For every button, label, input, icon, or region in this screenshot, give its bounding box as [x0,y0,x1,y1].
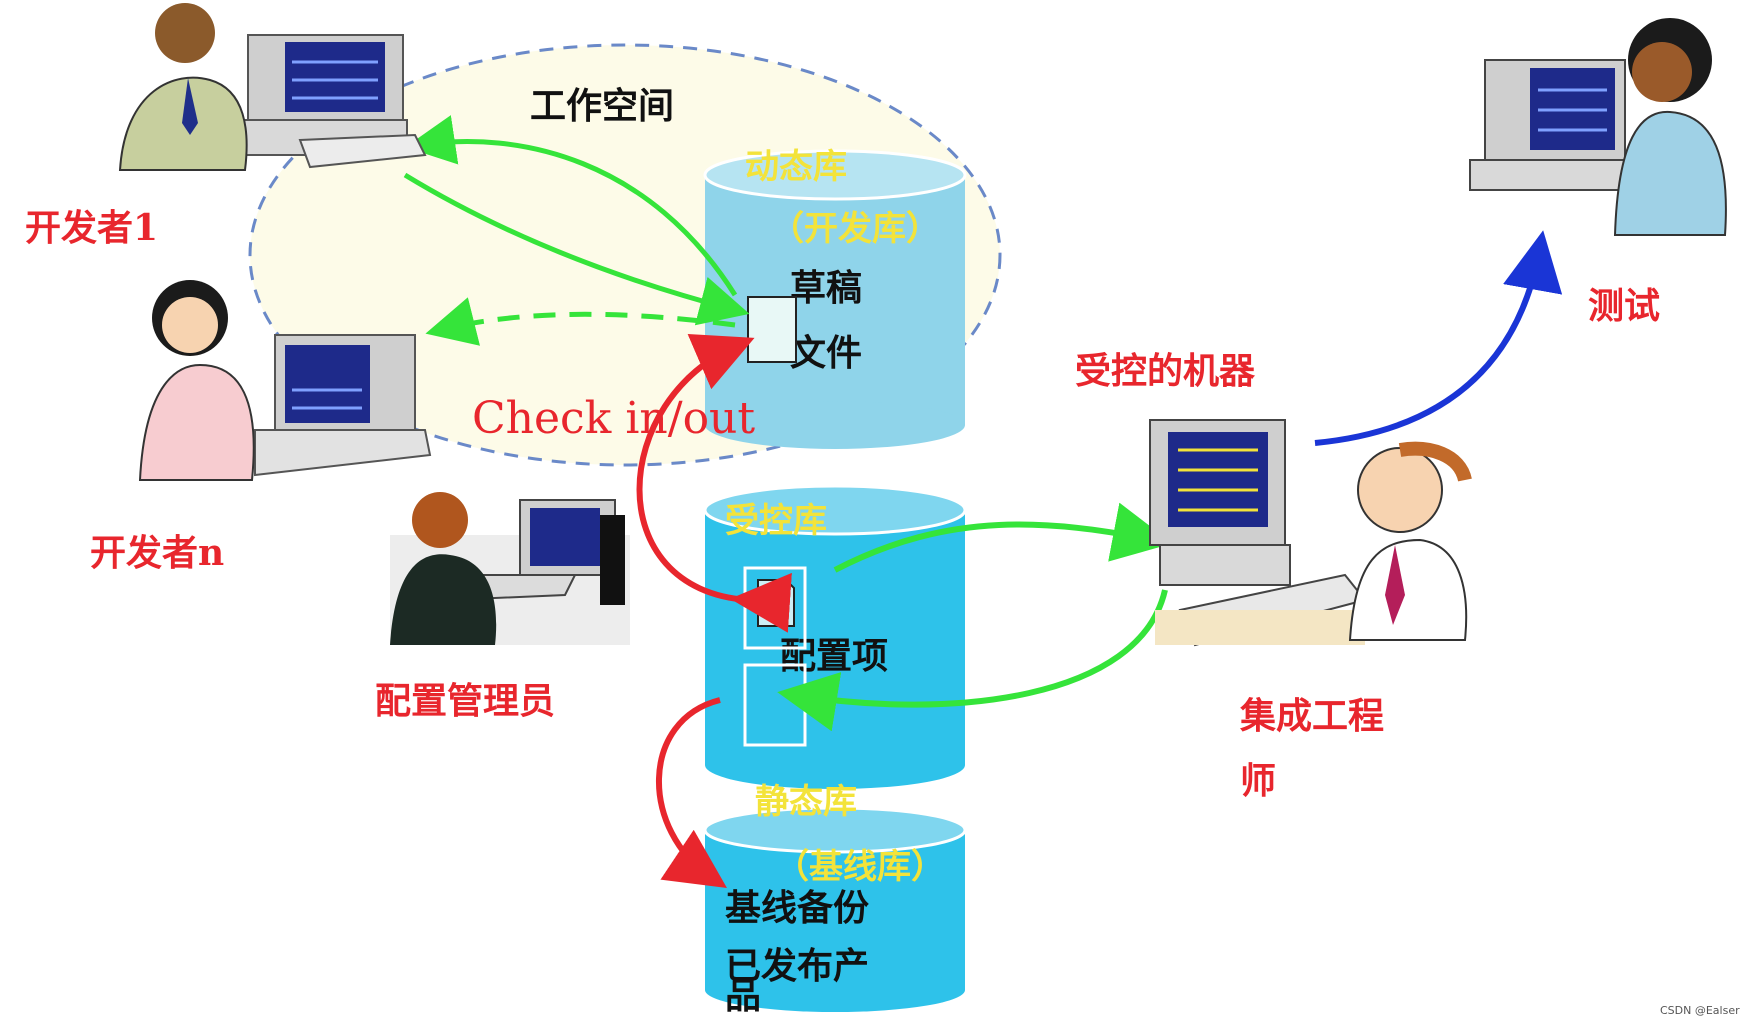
controlled-machine-label: 受控的机器 [1075,350,1256,392]
config-item-label: 配置项 [780,635,888,677]
tester-icon [1469,18,1727,236]
watermark: CSDN @Ealser [1660,1004,1740,1017]
arrow-controlled-to-static [656,697,727,889]
integration-engineer-label-2: 师 [1240,760,1276,802]
controlled-library-name: 受控库 [725,501,827,541]
developer-1-icon [118,3,427,171]
draft-file-label-1: 草稿 [790,267,862,309]
integration-engineer-label-1: 集成工程 [1239,695,1384,737]
developer-n-label: 开发者n [90,532,224,574]
arrow-draft-to-devn [425,297,736,346]
dynamic-library-subname: （开发库） [770,209,940,249]
draft-document-icon [747,296,797,363]
check-in-out-label: Check in/out [472,393,755,444]
arrow-config-to-machine [833,502,1173,573]
engineer-icon [1149,419,1472,647]
developer-n-icon [138,280,432,481]
draft-file-label-2: 文件 [790,332,862,374]
admin-icon [390,492,630,645]
arrow-dev1-to-draft [403,172,750,326]
static-library-cylinder [703,806,967,1012]
config-document-icon [757,579,795,627]
dynamic-library-name: 动态库 [745,147,847,187]
test-label: 测试 [1588,285,1660,327]
workspace-title: 工作空间 [530,85,674,127]
arrow-checkin-checkout [636,334,792,633]
baseline-backup-label: 基线备份 [725,887,869,929]
static-library-name: 静态库 [755,782,857,822]
arrow-machine-to-config [777,589,1168,732]
config-admin-label: 配置管理员 [375,680,555,722]
released-product-label-2: 品 [725,975,761,1017]
developer-1-label: 开发者1 [25,207,158,249]
static-library-subname: （基线库） [775,847,945,887]
released-product-label-1: 已发布产 [725,945,869,987]
arrow-machine-to-test [1314,230,1563,446]
arrow-checkout-to-dev1 [405,115,738,297]
